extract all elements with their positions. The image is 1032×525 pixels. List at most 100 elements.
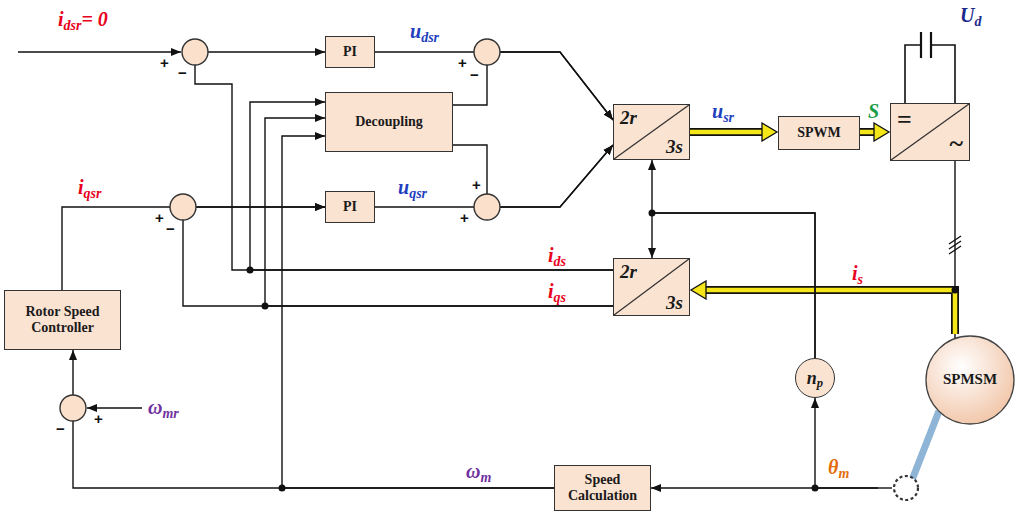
bus-outline [690,128,762,136]
junction-dot [247,267,254,274]
symbol-main: i [548,280,554,302]
symbol-main: ω [466,460,480,482]
signal-name: iqsr [78,176,101,198]
summing-junction [182,39,208,65]
symbol-rest: = 0 [81,8,107,30]
sign-mark: + [458,54,467,71]
summing-junction [474,39,500,65]
symbol-main: u [410,20,421,42]
process-box: PI [325,36,375,68]
symbol-main: U [960,4,974,26]
symbol-main: u [398,176,409,198]
symbol-subscript: s [858,272,863,287]
box-label: 3s [666,293,683,312]
sign-mark: − [166,220,175,237]
sign-mark: + [472,176,481,193]
signal-line [183,207,613,306]
signal-line [195,52,613,270]
divider-line [891,104,969,160]
speed-reference-line [87,407,142,408]
symbol-subscript: qsr [409,186,427,201]
junction-dot [262,303,269,310]
box-label: Speed Calculation [560,472,645,504]
box-label: = [897,107,912,133]
box-label: PI [343,199,357,215]
divider-line [614,259,689,315]
signal-line [651,487,878,488]
box-label: 2r [620,108,637,127]
motor-drawing [878,334,1020,512]
box-label: 3s [666,137,683,156]
box-label: Rotor Speed Controller [10,304,115,336]
symbol-subscript: m [838,466,849,481]
junction-dot [279,485,286,492]
summing-junction [170,194,196,220]
process-box: SPWM [778,116,860,150]
symbol-subscript: sr [723,110,734,125]
symbol-main: i [78,176,84,198]
sign-mark: + [460,209,469,226]
signal-line [73,350,554,488]
signal-line [453,52,613,120]
summing-junction [60,395,86,421]
motor-label: SPMSM [943,371,997,388]
signal-name: θm [828,456,849,478]
symbol-main: u [712,100,723,122]
symbol-main: θ [828,456,838,478]
dc-capacitor [905,32,955,103]
summing-junction [474,194,500,220]
signal-name: udsr [410,20,439,42]
symbol-subscript: dsr [421,30,439,45]
transform-box: 2r 3s [613,258,690,316]
box-label: 2r [620,262,637,281]
symbol-subscript: m [480,470,491,485]
signal-name: ωm [466,460,491,482]
signal-bus-arrow [690,130,762,135]
symbol-main: i [58,8,64,30]
symbol-subscript: dsr [64,18,82,33]
signal-name: uqsr [398,176,427,198]
signal-name: idsr= 0 [58,8,108,30]
junction-dot [812,485,819,492]
symbol-subscript: qs [554,290,566,305]
encoder-disk [894,476,918,500]
symbol-subscript: p [817,376,823,390]
signal-line [282,136,554,488]
sign-mark: + [160,54,169,71]
symbol-main: S [868,100,879,122]
inverter-box: =~ [890,103,970,161]
sign-mark: + [94,410,103,427]
process-box: PI [325,191,375,223]
sign-mark: − [470,66,479,83]
signal-line [62,207,325,290]
box-label: ~ [949,131,963,157]
three-phase-mark [949,236,961,254]
bus-outline [706,290,955,334]
motor-body [926,336,1014,424]
signal-name: usr [712,100,734,122]
signal-bus-arrow [706,290,955,334]
signal-name: Ud [960,4,981,26]
symbol-subscript: qsr [84,186,102,201]
sign-mark: − [56,420,65,437]
signal-name: ωmr [148,396,179,418]
signal-bus-arrow [860,130,874,135]
box-label: SPWM [797,125,841,141]
symbol-main: ω [148,396,162,418]
symbol-main: i [852,262,858,284]
transform-box: 2r 3s [613,104,690,160]
process-box: Rotor Speed Controller [4,290,121,350]
sign-mark: − [178,64,187,81]
encoder-lead [878,487,892,488]
junction-dot [952,287,959,294]
motor-shaft [912,411,939,480]
sign-mark: + [155,209,164,226]
bus-outline [860,128,874,136]
motor-symbol: SPMSM [878,334,1020,512]
summing-junctions [60,39,500,421]
symbol-subscript: d [974,14,981,29]
